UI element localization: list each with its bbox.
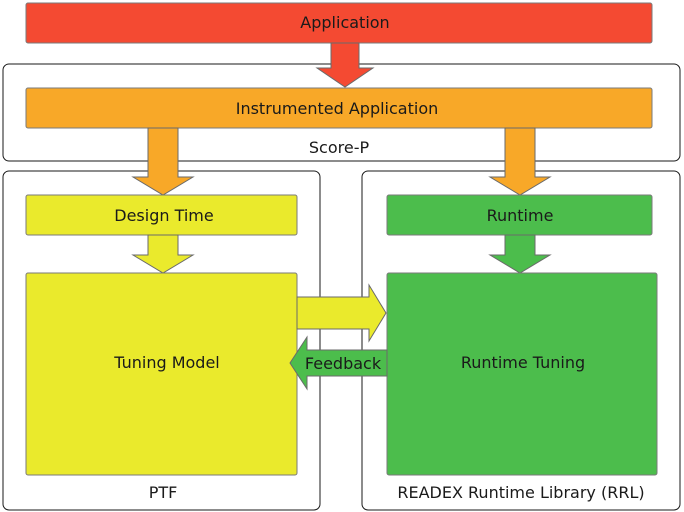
tuning-model-label: Tuning Model <box>113 353 220 372</box>
design-time-label: Design Time <box>114 206 213 225</box>
instrumented-application-label: Instrumented Application <box>236 99 439 118</box>
runtime-to-tuning-arrow <box>488 234 552 274</box>
instrumented-to-runtime-arrow <box>488 127 552 196</box>
design-to-tuning-arrow <box>131 234 195 274</box>
runtime-tuning-label: Runtime Tuning <box>461 353 585 372</box>
feedback-label: Feedback <box>305 354 382 373</box>
runtime-tuning-box <box>386 272 658 476</box>
runtime-label: Runtime <box>487 206 554 225</box>
ptf-label: PTF <box>149 483 178 502</box>
application-label: Application <box>300 13 389 32</box>
instrumented-to-design-arrow <box>131 127 195 196</box>
app-to-instrumented-arrow <box>315 42 375 88</box>
scorep-label: Score-P <box>309 138 370 157</box>
tuning-model-box <box>25 272 298 476</box>
instrumented-application-box <box>25 87 653 129</box>
tuning-model-to-runtime-arrow <box>296 283 387 343</box>
feedback-arrow <box>289 335 388 391</box>
rrl-label: READEX Runtime Library (RRL) <box>397 483 644 502</box>
